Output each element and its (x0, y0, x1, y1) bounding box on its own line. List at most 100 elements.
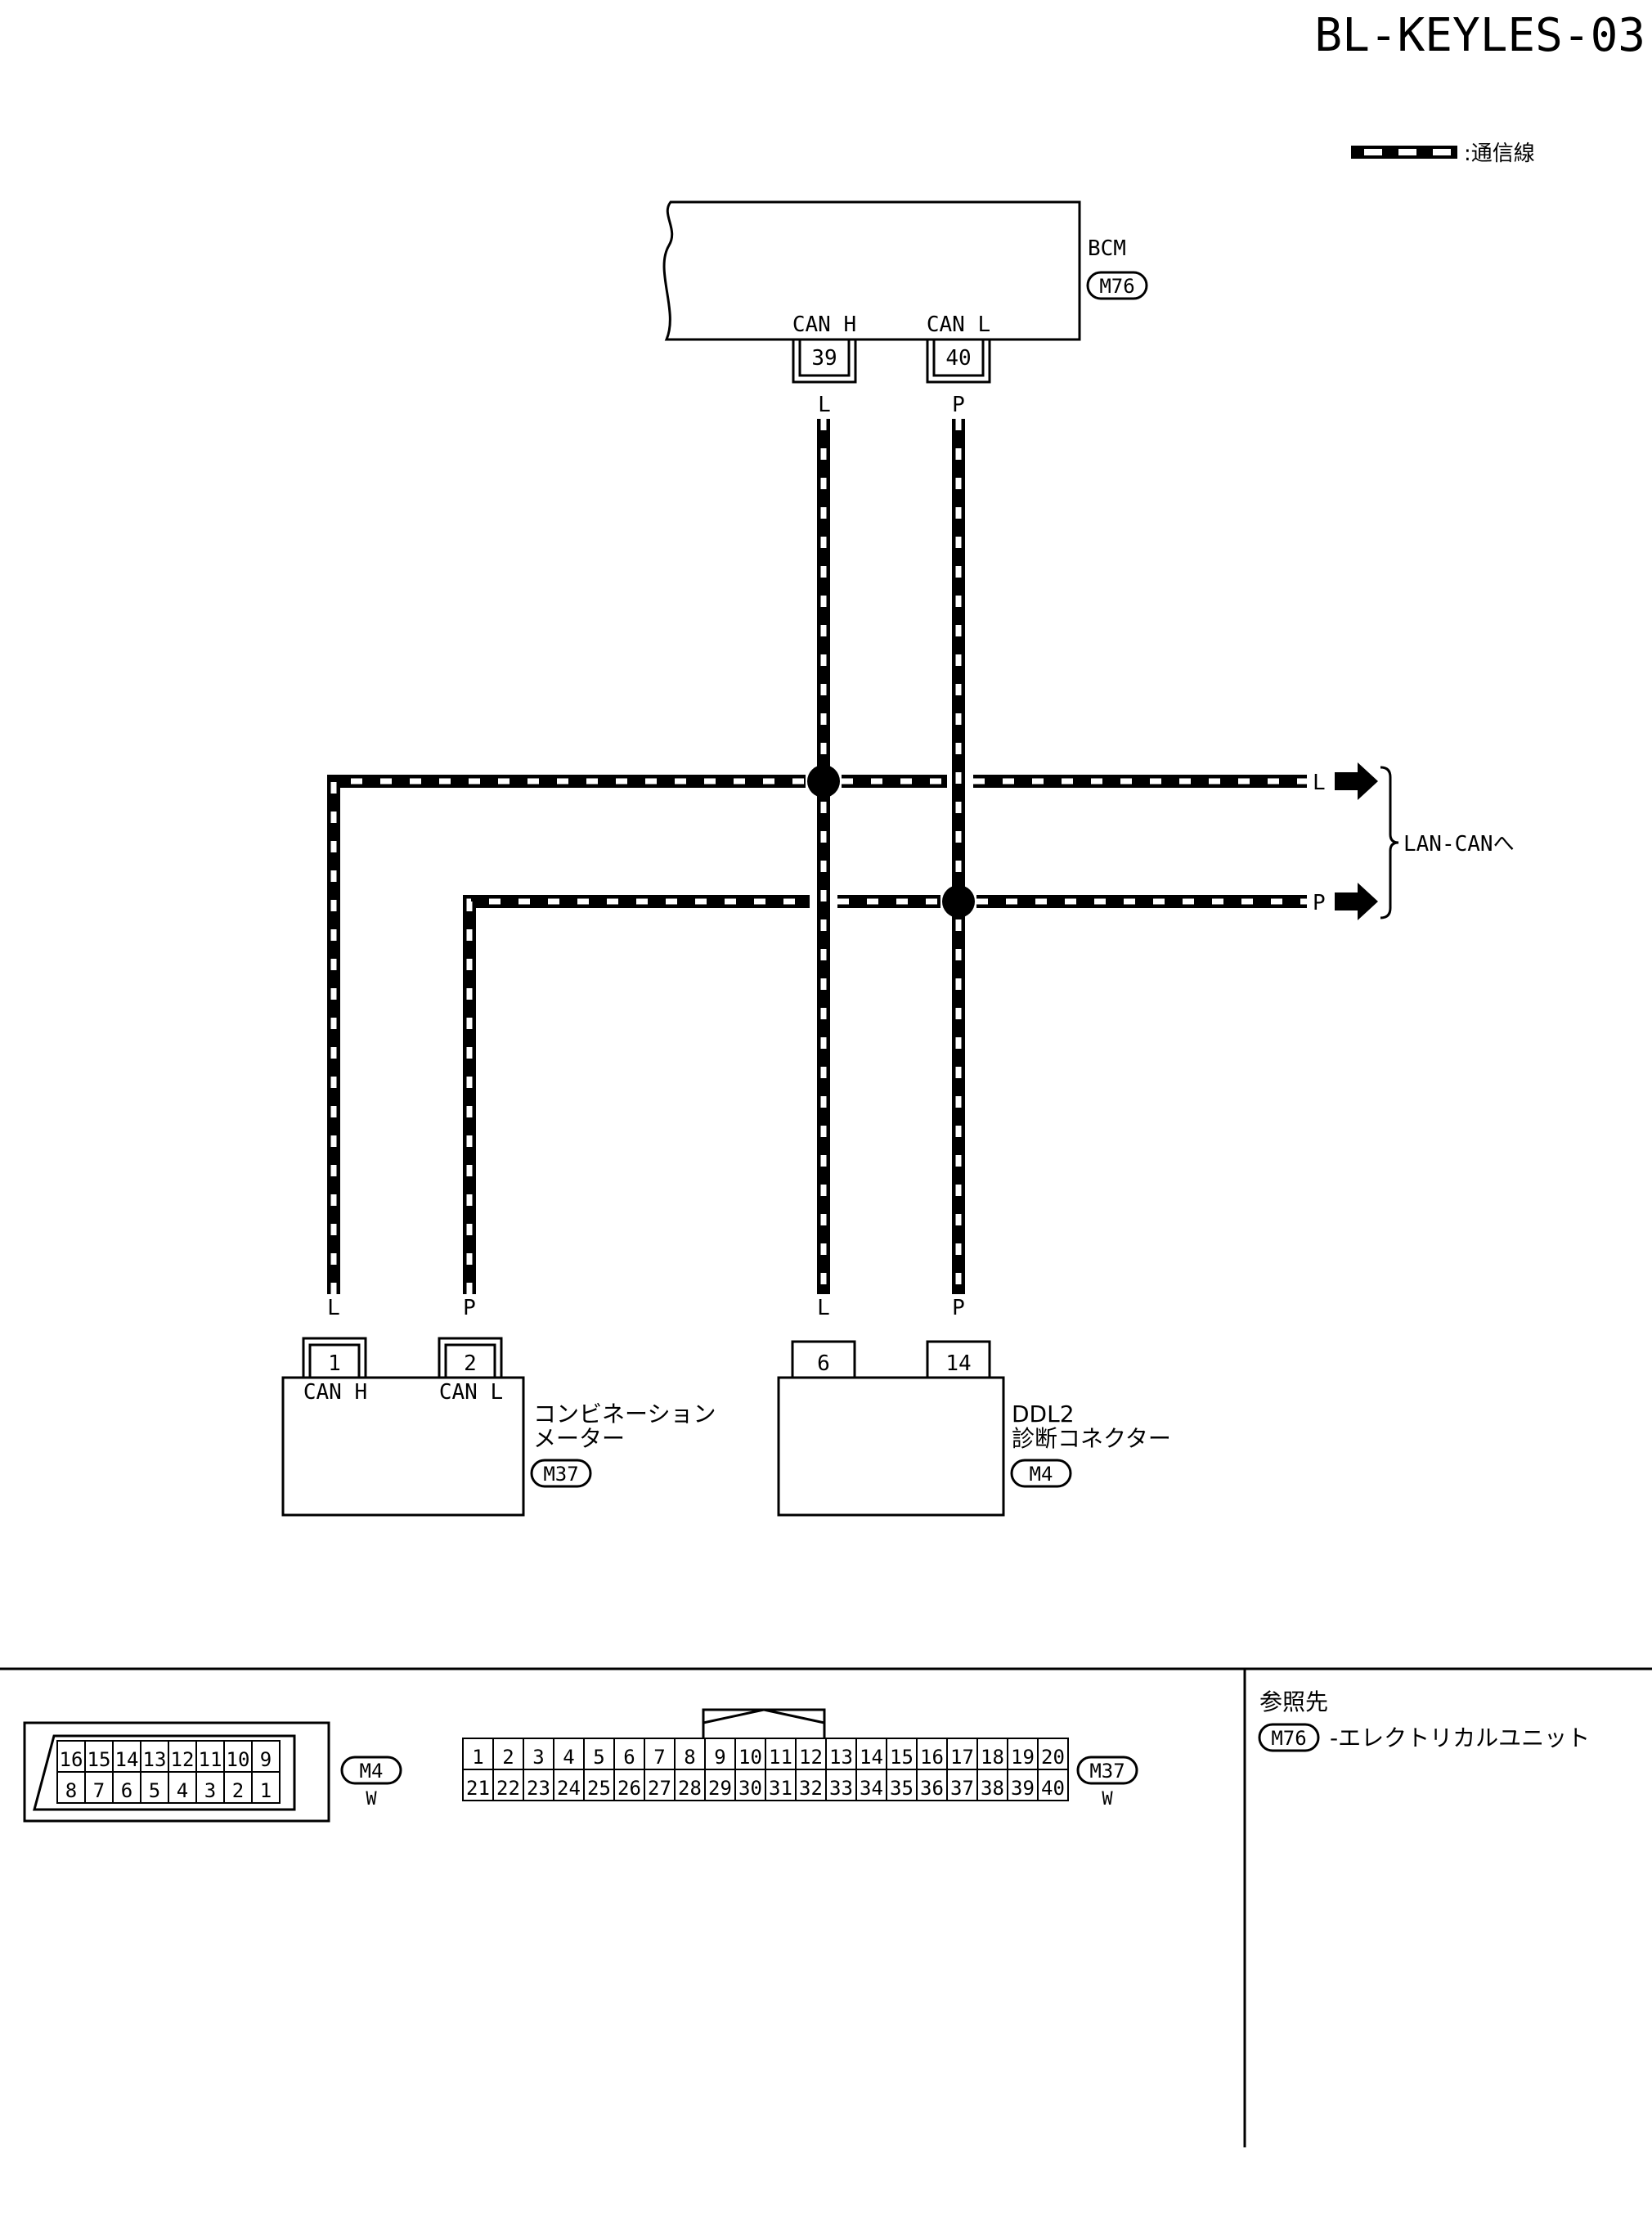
page-title: BL-KEYLES-03 (1314, 9, 1645, 62)
pin-number: 16 (60, 1748, 83, 1771)
pin-number: 4 (177, 1779, 188, 1802)
pin-number: 18 (981, 1746, 1004, 1769)
m37-color: W (1102, 1789, 1113, 1810)
pin-number: 9 (260, 1748, 272, 1771)
lan-wire-label: P (1313, 891, 1326, 915)
reference-heading: 参照先 (1259, 1688, 1328, 1715)
pin-number: 3 (532, 1746, 544, 1769)
reference-text: -エレクトリカルユニット (1330, 1724, 1590, 1751)
pin-number: 39 (1011, 1777, 1035, 1800)
wire-color-label: L (818, 393, 831, 417)
pin-number: 14 (860, 1746, 883, 1769)
pin-number: 14 (115, 1748, 139, 1771)
bcm-pin-number: 40 (945, 346, 971, 371)
bcm-pin-label: CAN H (792, 312, 856, 337)
pin-number: 2 (232, 1779, 244, 1802)
wire-can-l-meter (463, 895, 810, 1294)
bcm-connector-badge (1086, 271, 1148, 300)
bcm-name: BCM (1088, 236, 1126, 261)
pin-number: 30 (738, 1777, 762, 1800)
pin-number: 5 (593, 1746, 604, 1769)
lan-can-link: L P LAN-CANへ (1313, 762, 1515, 920)
pin-number: 8 (65, 1779, 77, 1802)
pin-number: 1 (260, 1779, 272, 1802)
m4-color: W (366, 1789, 377, 1810)
bcm-pin-label: CAN L (927, 312, 990, 337)
wire-can-h-meter (327, 775, 806, 1294)
pin-number: 11 (199, 1748, 222, 1771)
bcm-connector-id: M76 (1099, 275, 1134, 298)
pin-number: 23 (527, 1777, 550, 1800)
pin-number: 21 (466, 1777, 490, 1800)
meter-connector-id: M37 (543, 1463, 578, 1486)
bcm-unit: BCM M76 CAN H 39 CAN L 40 (662, 200, 1148, 384)
pin-number: 31 (769, 1777, 792, 1800)
legend: :通信線 (1351, 142, 1535, 166)
pin-number: 22 (496, 1777, 520, 1800)
pin-number: 25 (587, 1777, 611, 1800)
pin-number: 10 (227, 1748, 250, 1771)
pin-number: 28 (678, 1777, 702, 1800)
pin-number: 36 (920, 1777, 944, 1800)
pin-cell (1037, 1769, 1069, 1801)
pin-number: 4 (563, 1746, 574, 1769)
ddl2-connector: 6 14 DDL2 診断コネクター M4 (777, 1340, 1171, 1517)
wire-color-label: P (952, 1296, 965, 1320)
pin-number: 26 (617, 1777, 641, 1800)
pin-number: 29 (708, 1777, 732, 1800)
ddl2-name: DDL2 (1012, 1400, 1075, 1427)
meter-connector-badge (530, 1459, 592, 1488)
arrow-right-icon (1335, 883, 1378, 920)
pin-number: 24 (557, 1777, 581, 1800)
brace (1380, 766, 1399, 919)
wire-color-label: P (463, 1296, 476, 1320)
ddl2-name: 診断コネクター (1012, 1425, 1171, 1452)
pin-number: 12 (799, 1746, 823, 1769)
ddl2-connector-badge (1010, 1459, 1072, 1488)
wire-color-label: L (817, 1296, 830, 1320)
pin-number: 7 (93, 1779, 105, 1802)
pin-number: 9 (714, 1746, 725, 1769)
pin-number: 38 (981, 1777, 1004, 1800)
pin-number: 32 (799, 1777, 823, 1800)
meter-pin-label: CAN H (303, 1380, 367, 1405)
m4-connector-id: M4 (360, 1760, 384, 1783)
meter-name: メーター (533, 1425, 625, 1452)
pin-number: 12 (171, 1748, 195, 1771)
pin-number: 35 (890, 1777, 914, 1800)
arrow-right-icon (1335, 762, 1378, 800)
pin-number: 7 (653, 1746, 665, 1769)
pin-number: 1 (472, 1746, 483, 1769)
pin-number: 16 (920, 1746, 944, 1769)
pin-number: 15 (890, 1746, 914, 1769)
lan-wire-label: L (1313, 771, 1326, 795)
lan-can-label: LAN-CANへ (1403, 832, 1515, 856)
meter-name: コンビネーション (533, 1400, 716, 1427)
pin-number: 20 (1041, 1746, 1065, 1769)
legend-label: :通信線 (1464, 142, 1535, 166)
pin-number: 11 (769, 1746, 792, 1769)
pin-number: 5 (149, 1779, 160, 1802)
pin-number: 6 (623, 1746, 635, 1769)
pin-number: 6 (121, 1779, 132, 1802)
wire-color-label: P (952, 393, 965, 417)
bcm-pin-number: 39 (811, 346, 837, 371)
reference-connector-badge (1258, 1723, 1320, 1752)
meter-pin-label: CAN L (439, 1380, 503, 1405)
meter-pin-number: 1 (328, 1351, 341, 1376)
ddl2-pin-number: 14 (945, 1351, 971, 1376)
pin-number: 2 (502, 1746, 514, 1769)
reference-connector-id: M76 (1271, 1727, 1306, 1750)
ddl2-pin-number: 6 (817, 1351, 830, 1376)
m4-connector-badge (340, 1756, 402, 1785)
meter-pin-number: 2 (464, 1351, 477, 1376)
ddl2-connector-id: M4 (1030, 1463, 1053, 1486)
pin-number: 10 (738, 1746, 762, 1769)
m37-connector-id: M37 (1089, 1760, 1125, 1783)
pin-number: 15 (88, 1748, 111, 1771)
